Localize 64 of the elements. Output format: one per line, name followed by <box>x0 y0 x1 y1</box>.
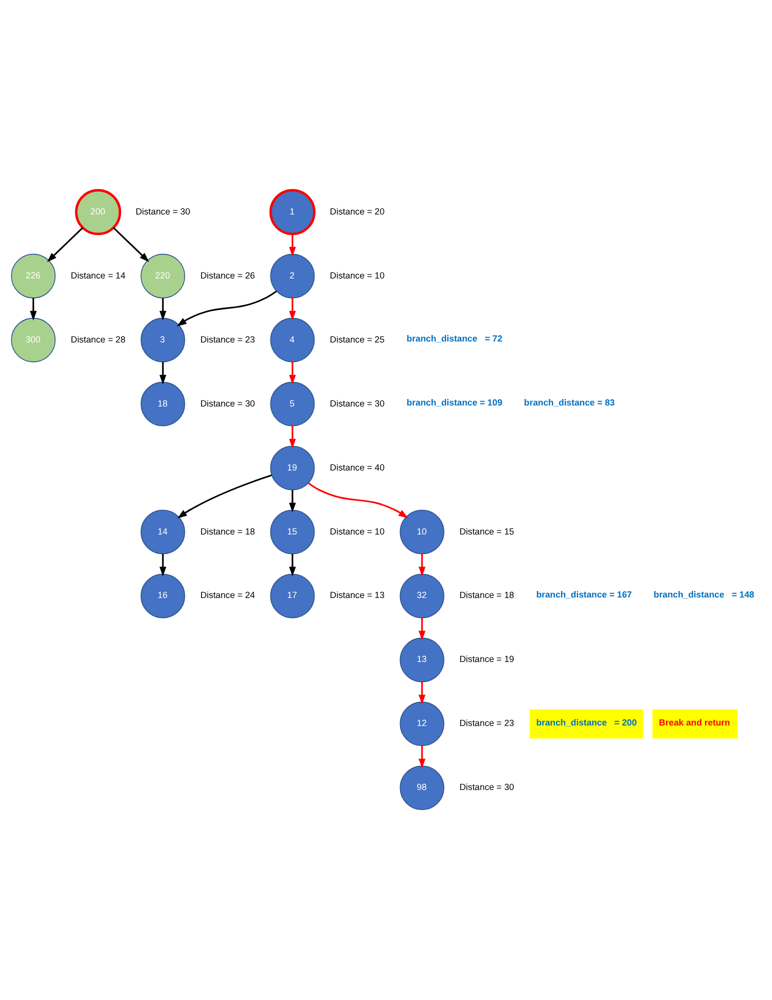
arrow <box>30 298 37 321</box>
node-circle: 10 <box>400 510 444 554</box>
arrow <box>289 362 296 385</box>
node-label: Distance = 40 <box>330 462 385 472</box>
node-label: Distance = 28 <box>70 334 126 344</box>
label: branch_distance = 72 <box>406 334 502 344</box>
arrow <box>289 554 296 577</box>
label: branch_distance = 109 <box>406 397 502 408</box>
node-circle: 14 <box>140 510 186 554</box>
node-label: Distance = 18 <box>200 526 255 536</box>
node-circle: 1 <box>269 189 316 236</box>
node-circle: 13 <box>400 638 444 682</box>
node-circle: 17 <box>270 574 315 618</box>
arrow <box>159 554 166 577</box>
node-circle: 2 <box>270 254 315 298</box>
arrow <box>289 234 296 257</box>
node-label: Distance = 23 <box>460 718 514 728</box>
label: Break and return <box>658 717 730 728</box>
arrow <box>308 482 408 518</box>
arrow <box>176 290 277 326</box>
node-label: Distance = 10 <box>330 526 385 536</box>
arrow <box>159 298 166 321</box>
node-label: Distance = 26 <box>200 270 255 280</box>
arrow <box>418 682 426 704</box>
arrow <box>112 227 150 262</box>
node-circle: 3 <box>140 318 186 362</box>
node-label: Distance = 10 <box>330 270 385 280</box>
node-circle: 98 <box>400 766 444 810</box>
arrow <box>289 426 296 449</box>
node-label: Distance = 30 <box>330 398 385 408</box>
arrow <box>289 298 296 321</box>
node-circle: 15 <box>270 510 315 554</box>
node-circle: 12 <box>400 702 444 746</box>
arrow <box>159 362 166 385</box>
node-circle: 5 <box>270 382 315 426</box>
node-circle: 4 <box>270 318 315 362</box>
node-label: Distance = 14 <box>70 270 126 280</box>
node-label: Distance = 18 <box>460 590 514 600</box>
arrow <box>418 554 426 577</box>
arrow <box>418 746 426 768</box>
node-circle: 32 <box>400 574 444 618</box>
node-label: Distance = 13 <box>330 590 385 600</box>
node-label: Distance = 30 <box>460 782 514 792</box>
node-label: Distance = 24 <box>200 590 255 600</box>
label: branch_distance = 83 <box>524 397 615 408</box>
node-circle: 200 <box>75 189 122 236</box>
node-label: Distance = 19 <box>460 654 514 664</box>
node-label: Distance = 30 <box>136 206 190 216</box>
arrow <box>177 474 272 518</box>
label: branch_distance = 200 <box>536 717 637 728</box>
node-circle: 19 <box>270 446 315 490</box>
node-label: Distance = 25 <box>330 334 385 344</box>
node-label: Distance = 20 <box>330 206 385 216</box>
arrow <box>289 490 296 513</box>
arrow <box>418 618 426 640</box>
node-circle: 300 <box>11 318 56 362</box>
node-circle: 18 <box>140 382 186 426</box>
node-label: Distance = 15 <box>460 526 514 536</box>
node-label: Distance = 23 <box>200 334 255 344</box>
label: branch_distance = 148 <box>654 589 754 600</box>
label: branch_distance = 167 <box>536 589 632 600</box>
arrow <box>47 227 84 262</box>
node-circle: 16 <box>140 574 186 618</box>
node-label: Distance = 30 <box>200 398 255 408</box>
